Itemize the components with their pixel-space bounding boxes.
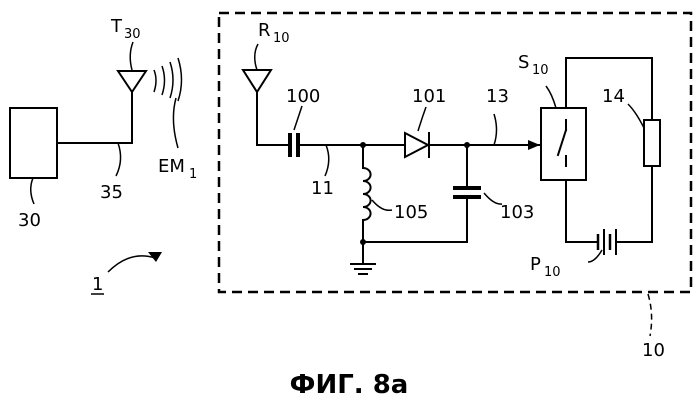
label-device-30: 30 [18, 210, 41, 231]
label-load-14: 14 [602, 86, 625, 107]
leader-100 [294, 106, 302, 130]
leader-105 [372, 200, 392, 210]
label-feed-35: 35 [100, 182, 123, 203]
label-cap-100: 100 [286, 86, 320, 107]
system-arrow [108, 256, 155, 272]
label-inductor-105: 105 [394, 202, 428, 223]
leader-r10 [255, 44, 258, 70]
leader-11 [325, 145, 329, 176]
leader-p10 [588, 250, 602, 262]
label-receiver-r: R [258, 20, 271, 41]
capacitor-103-icon [453, 188, 481, 197]
switch-box-s10 [541, 108, 586, 180]
inductor-105-icon [363, 168, 371, 220]
antenna-r10-icon [243, 70, 271, 92]
label-battery-p-sub: 10 [544, 265, 561, 280]
antenna-t30-icon [118, 71, 146, 92]
leader-35 [116, 143, 121, 176]
label-diode-101: 101 [412, 86, 446, 107]
label-em-sub: 1 [189, 167, 197, 182]
label-cap-103: 103 [500, 202, 534, 223]
arrow-to-switch [528, 140, 540, 150]
label-system-1: 1 [92, 274, 103, 295]
leader-30 [31, 178, 34, 204]
figure-caption: ФИГ. 8а [290, 370, 409, 400]
capacitor-100-icon [290, 133, 298, 157]
leader-14 [628, 104, 644, 128]
label-line-11: 11 [311, 178, 334, 199]
label-switch-s-sub: 10 [532, 63, 549, 78]
label-line-13: 13 [486, 86, 509, 107]
switch-contact-icon [558, 120, 566, 166]
device-box-30 [10, 108, 57, 178]
leader-10 [648, 294, 652, 336]
leader-s10 [546, 86, 556, 108]
label-battery-p: P [530, 254, 541, 275]
leader-13 [494, 114, 497, 145]
ground-icon [351, 264, 375, 274]
label-antenna-t: T [110, 16, 123, 37]
diode-101-icon [405, 133, 429, 157]
leader-t30 [130, 42, 133, 70]
label-module-10: 10 [642, 340, 665, 361]
label-receiver-r-sub: 10 [273, 31, 290, 46]
leader-101 [418, 107, 426, 131]
load-resistor-14 [644, 120, 660, 166]
leader-em1 [173, 98, 178, 148]
label-antenna-t-sub: 30 [124, 27, 141, 42]
label-switch-s: S [518, 52, 529, 73]
label-em: EM [158, 156, 185, 177]
em-wave-icon [154, 58, 182, 101]
